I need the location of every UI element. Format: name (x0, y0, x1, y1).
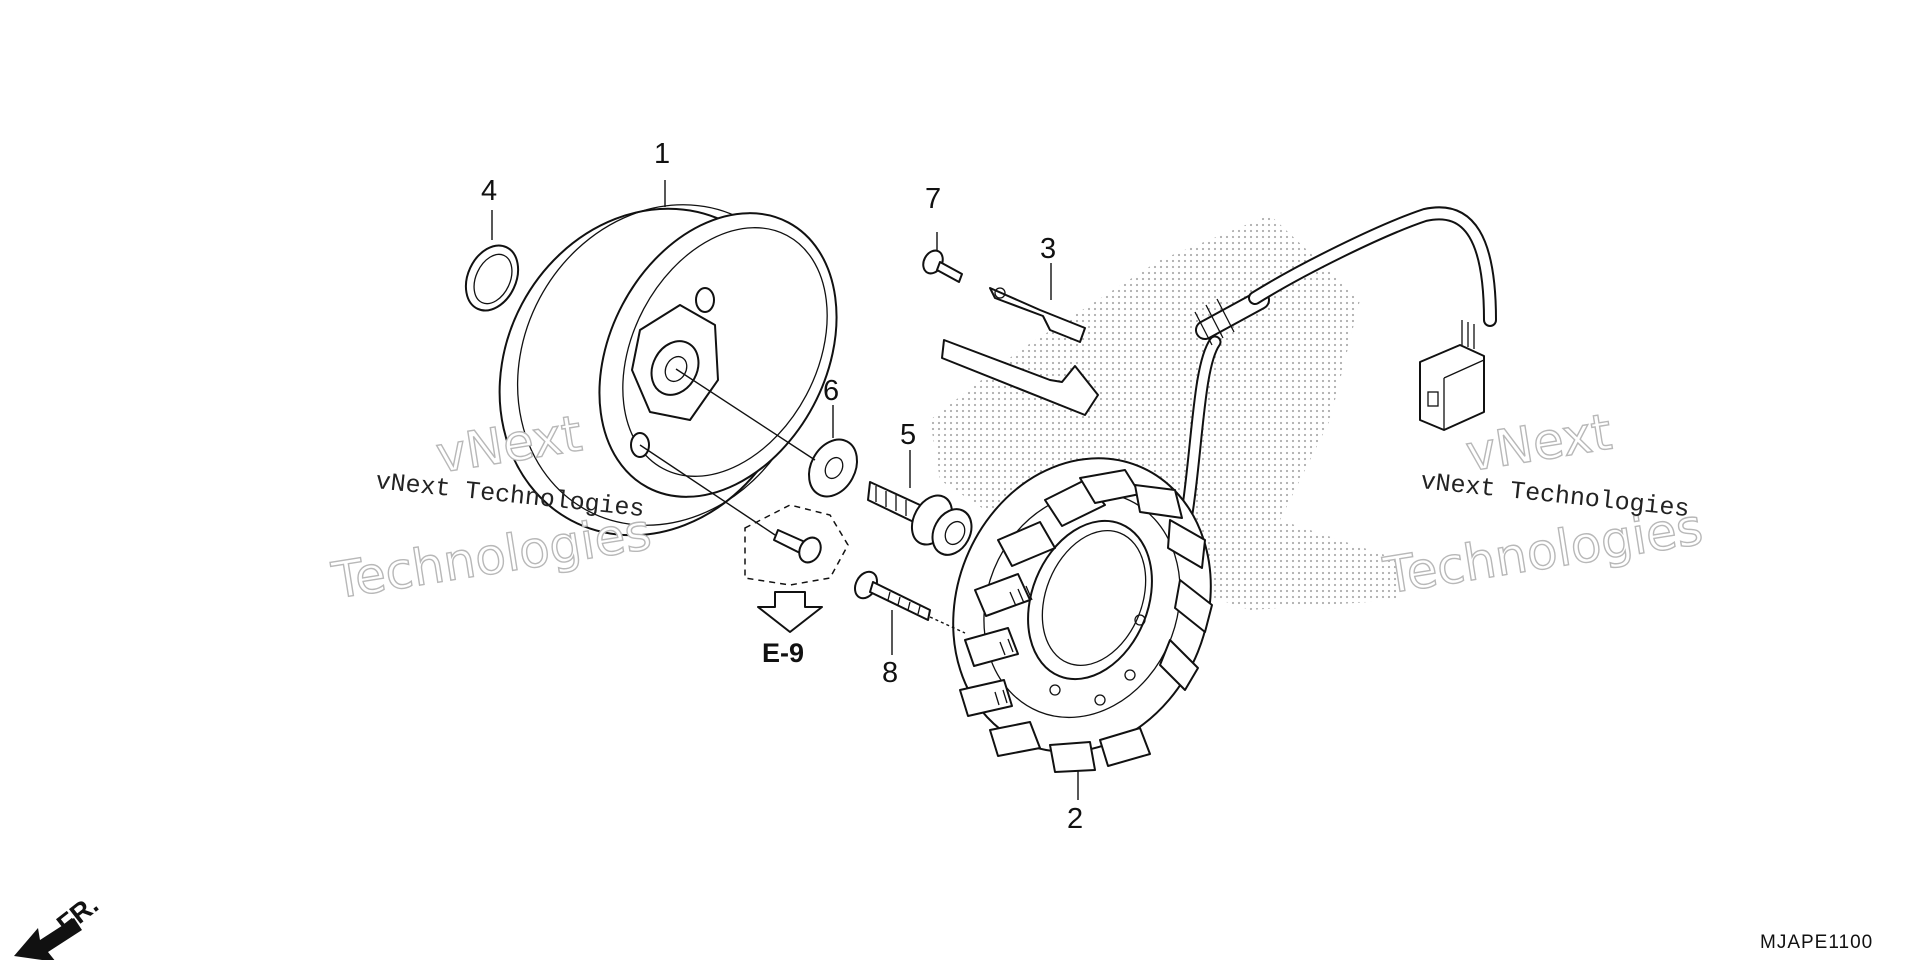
shim-ring-icon (464, 244, 520, 312)
stator-coil-icon (952, 457, 1213, 773)
callout-8[interactable]: 8 (882, 657, 898, 689)
front-direction-arrow-icon (14, 918, 82, 960)
small-screw-icon (922, 249, 963, 283)
watermark-subtitle-right: vNext Technologies (1419, 467, 1691, 524)
watermark-line1: vNext (1462, 403, 1615, 483)
callout-7[interactable]: 7 (925, 183, 941, 215)
reference-label[interactable]: E-9 (762, 638, 804, 668)
callout-6[interactable]: 6 (823, 375, 839, 407)
hollow-down-arrow-icon (757, 591, 823, 633)
callout-2[interactable]: 2 (1067, 803, 1083, 835)
callout-5[interactable]: 5 (900, 419, 916, 451)
callout-3[interactable]: 3 (1040, 233, 1056, 265)
wire-clamp-bracket-icon (941, 287, 1099, 416)
long-bolt-icon (853, 570, 931, 621)
washer-icon (808, 438, 858, 498)
diagram-code: MJAPE1100 (1760, 932, 1873, 953)
leader-lines (491, 180, 1079, 800)
wire-harness-icon (1171, 206, 1497, 567)
callout-4[interactable]: 4 (481, 175, 497, 207)
flange-bolt-icon (867, 481, 973, 556)
callout-1[interactable]: 1 (654, 138, 670, 170)
flywheel-rotor-icon (498, 204, 838, 537)
socket-bolt-icon (744, 504, 849, 586)
